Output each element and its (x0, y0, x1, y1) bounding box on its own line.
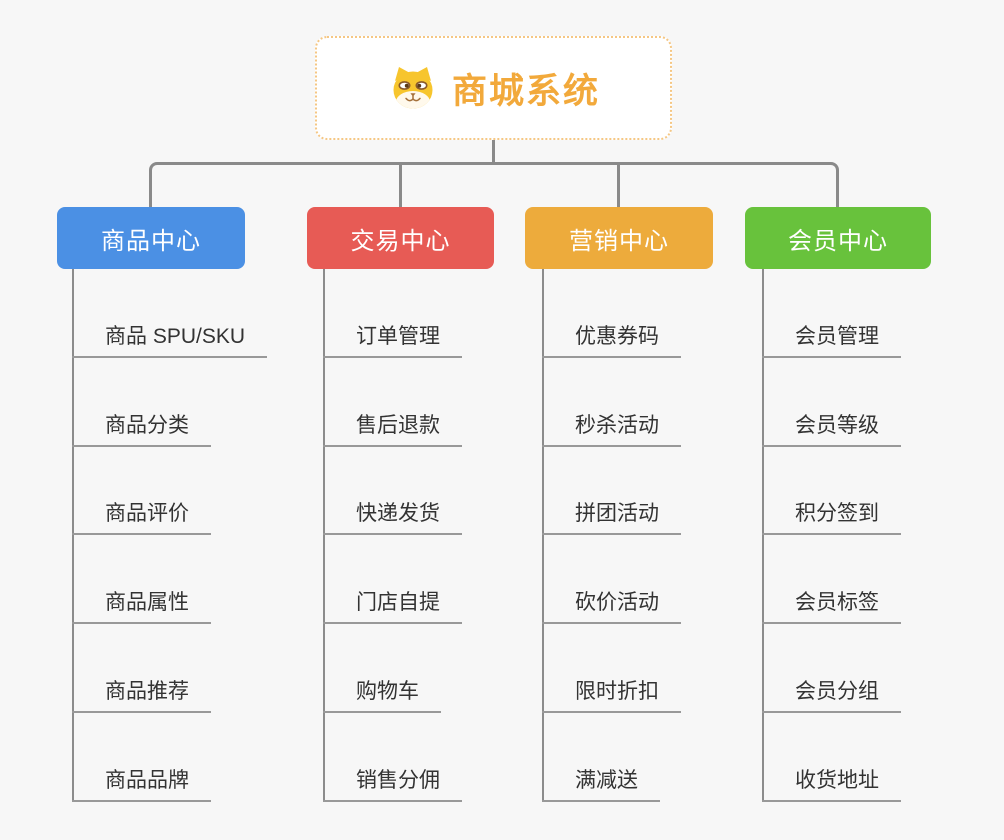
branch-connector-drop (399, 164, 402, 208)
leaf-node[interactable]: 满减送 (542, 767, 660, 802)
leaf-node[interactable]: 收货地址 (762, 767, 901, 802)
leaf-node[interactable]: 拼团活动 (542, 500, 681, 535)
leaf-node[interactable]: 商品 SPU/SKU (72, 323, 268, 358)
leaf-node[interactable]: 快递发货 (323, 500, 462, 535)
leaf-node[interactable]: 限时折扣 (542, 678, 681, 713)
leaf-node[interactable]: 会员分组 (762, 678, 901, 713)
doge-icon (387, 65, 439, 111)
leaf-node[interactable]: 订单管理 (323, 323, 462, 358)
root-title: 商城系统 (451, 71, 600, 111)
leaf-node[interactable]: 销售分佣 (323, 767, 462, 802)
column-spine (72, 269, 74, 801)
branch-connector-bus (149, 162, 839, 208)
branch-node-marketing-center[interactable]: 营销中心 (525, 207, 713, 269)
branch-node-product-center[interactable]: 商品中心 (57, 207, 245, 269)
leaf-node[interactable]: 商品评价 (72, 500, 211, 535)
leaf-node[interactable]: 商品属性 (72, 589, 211, 624)
leaf-node[interactable]: 商品分类 (72, 412, 211, 447)
root-connector-stub (492, 140, 495, 163)
leaf-node[interactable]: 砍价活动 (542, 589, 681, 624)
leaf-node[interactable]: 商品品牌 (72, 767, 211, 802)
column-spine (762, 269, 764, 801)
column-spine (542, 269, 544, 801)
root-node[interactable]: 商城系统 (315, 36, 672, 140)
leaf-node[interactable]: 商品推荐 (72, 678, 211, 713)
branch-node-trade-center[interactable]: 交易中心 (307, 207, 494, 269)
leaf-node[interactable]: 购物车 (323, 678, 441, 713)
leaf-node[interactable]: 会员标签 (762, 589, 901, 624)
leaf-node[interactable]: 秒杀活动 (542, 412, 681, 447)
leaf-node[interactable]: 会员等级 (762, 412, 901, 447)
leaf-node[interactable]: 积分签到 (762, 500, 901, 535)
leaf-node[interactable]: 售后退款 (323, 412, 462, 447)
leaf-node[interactable]: 优惠券码 (542, 323, 681, 358)
branch-connector-drop (617, 164, 620, 208)
leaf-node[interactable]: 门店自提 (323, 589, 462, 624)
column-spine (323, 269, 325, 801)
leaf-node[interactable]: 会员管理 (762, 323, 901, 358)
branch-node-member-center[interactable]: 会员中心 (745, 207, 931, 269)
